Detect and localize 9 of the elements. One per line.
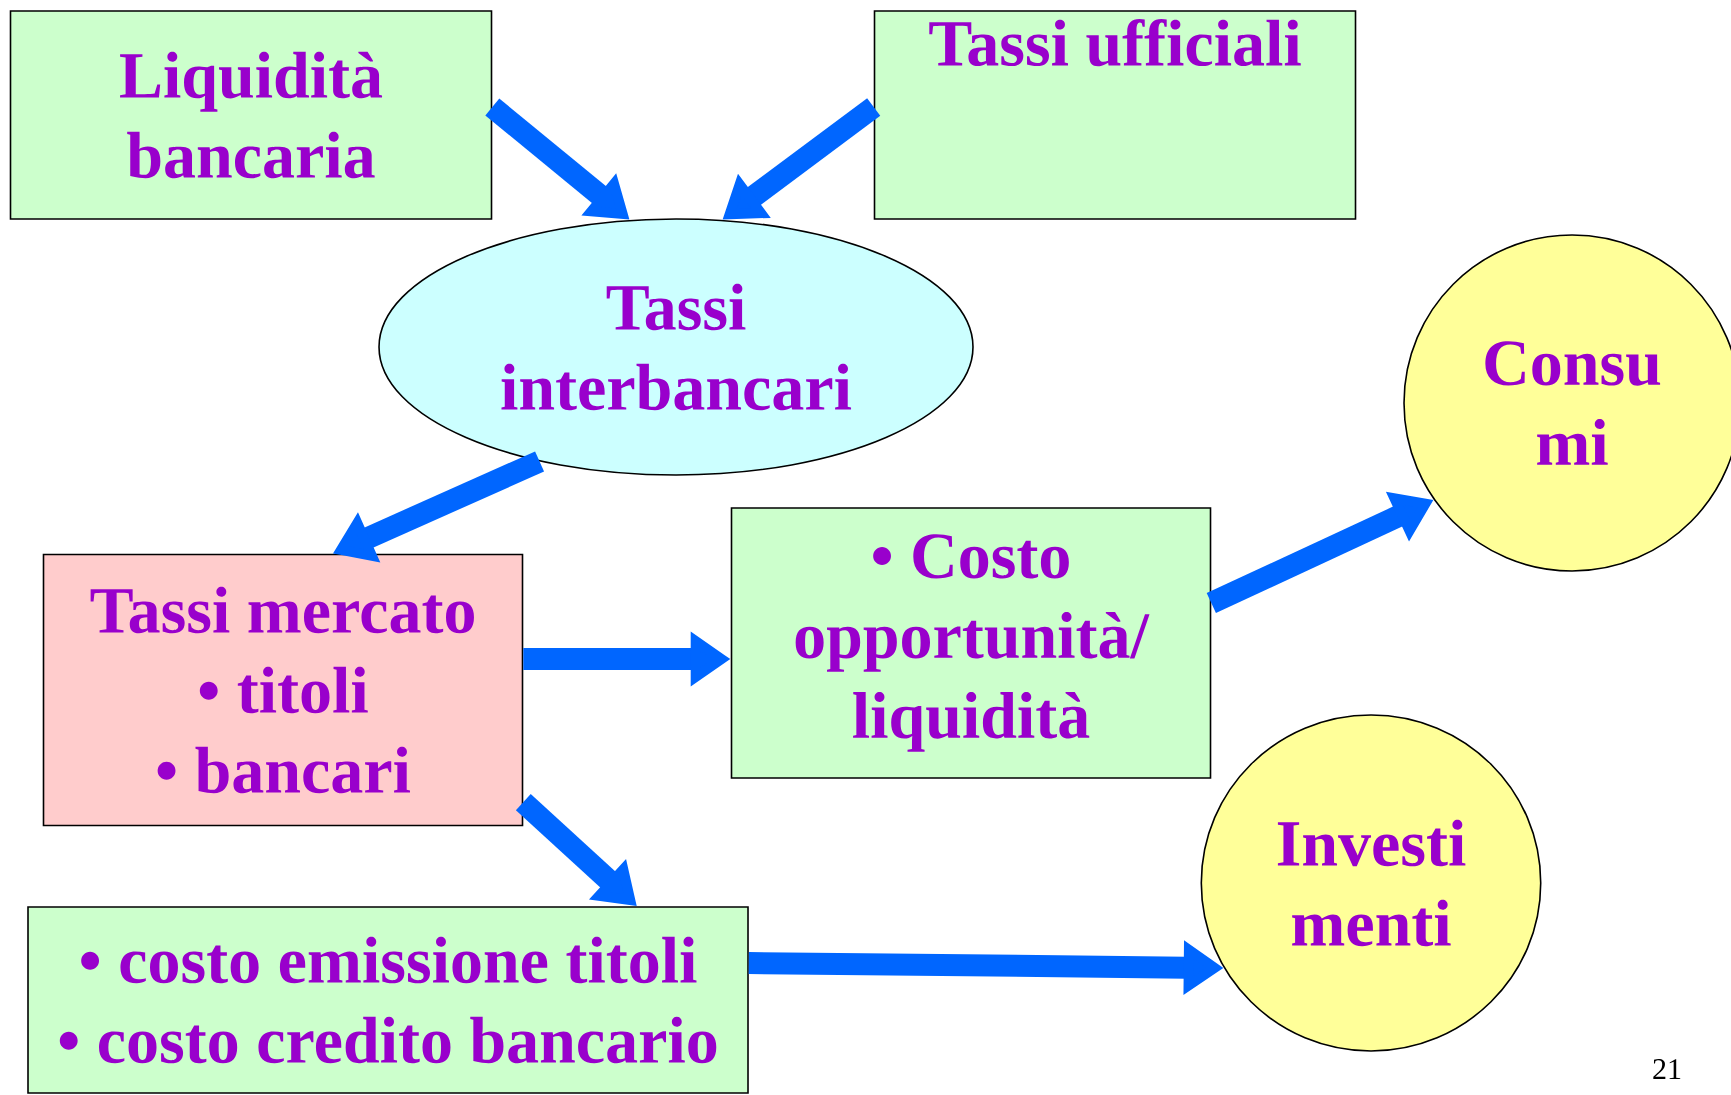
- text-box: Liquidità bancaria: [9, 10, 493, 220]
- oval-node: Tassi interbancari: [378, 218, 974, 476]
- text-box: Tassi ufficiali: [873, 10, 1357, 220]
- text-box: • Costo opportunità/ liquidità: [730, 507, 1212, 779]
- oval-node: Investi menti: [1200, 714, 1542, 1052]
- page-number: 21: [1653, 1059, 1681, 1079]
- oval-node: Consu mi: [1403, 234, 1731, 572]
- text-box: Tassi mercato • titoli • bancari: [42, 553, 524, 827]
- text-box: • costo emissione titoli • costo credito bancario: [27, 906, 749, 1094]
